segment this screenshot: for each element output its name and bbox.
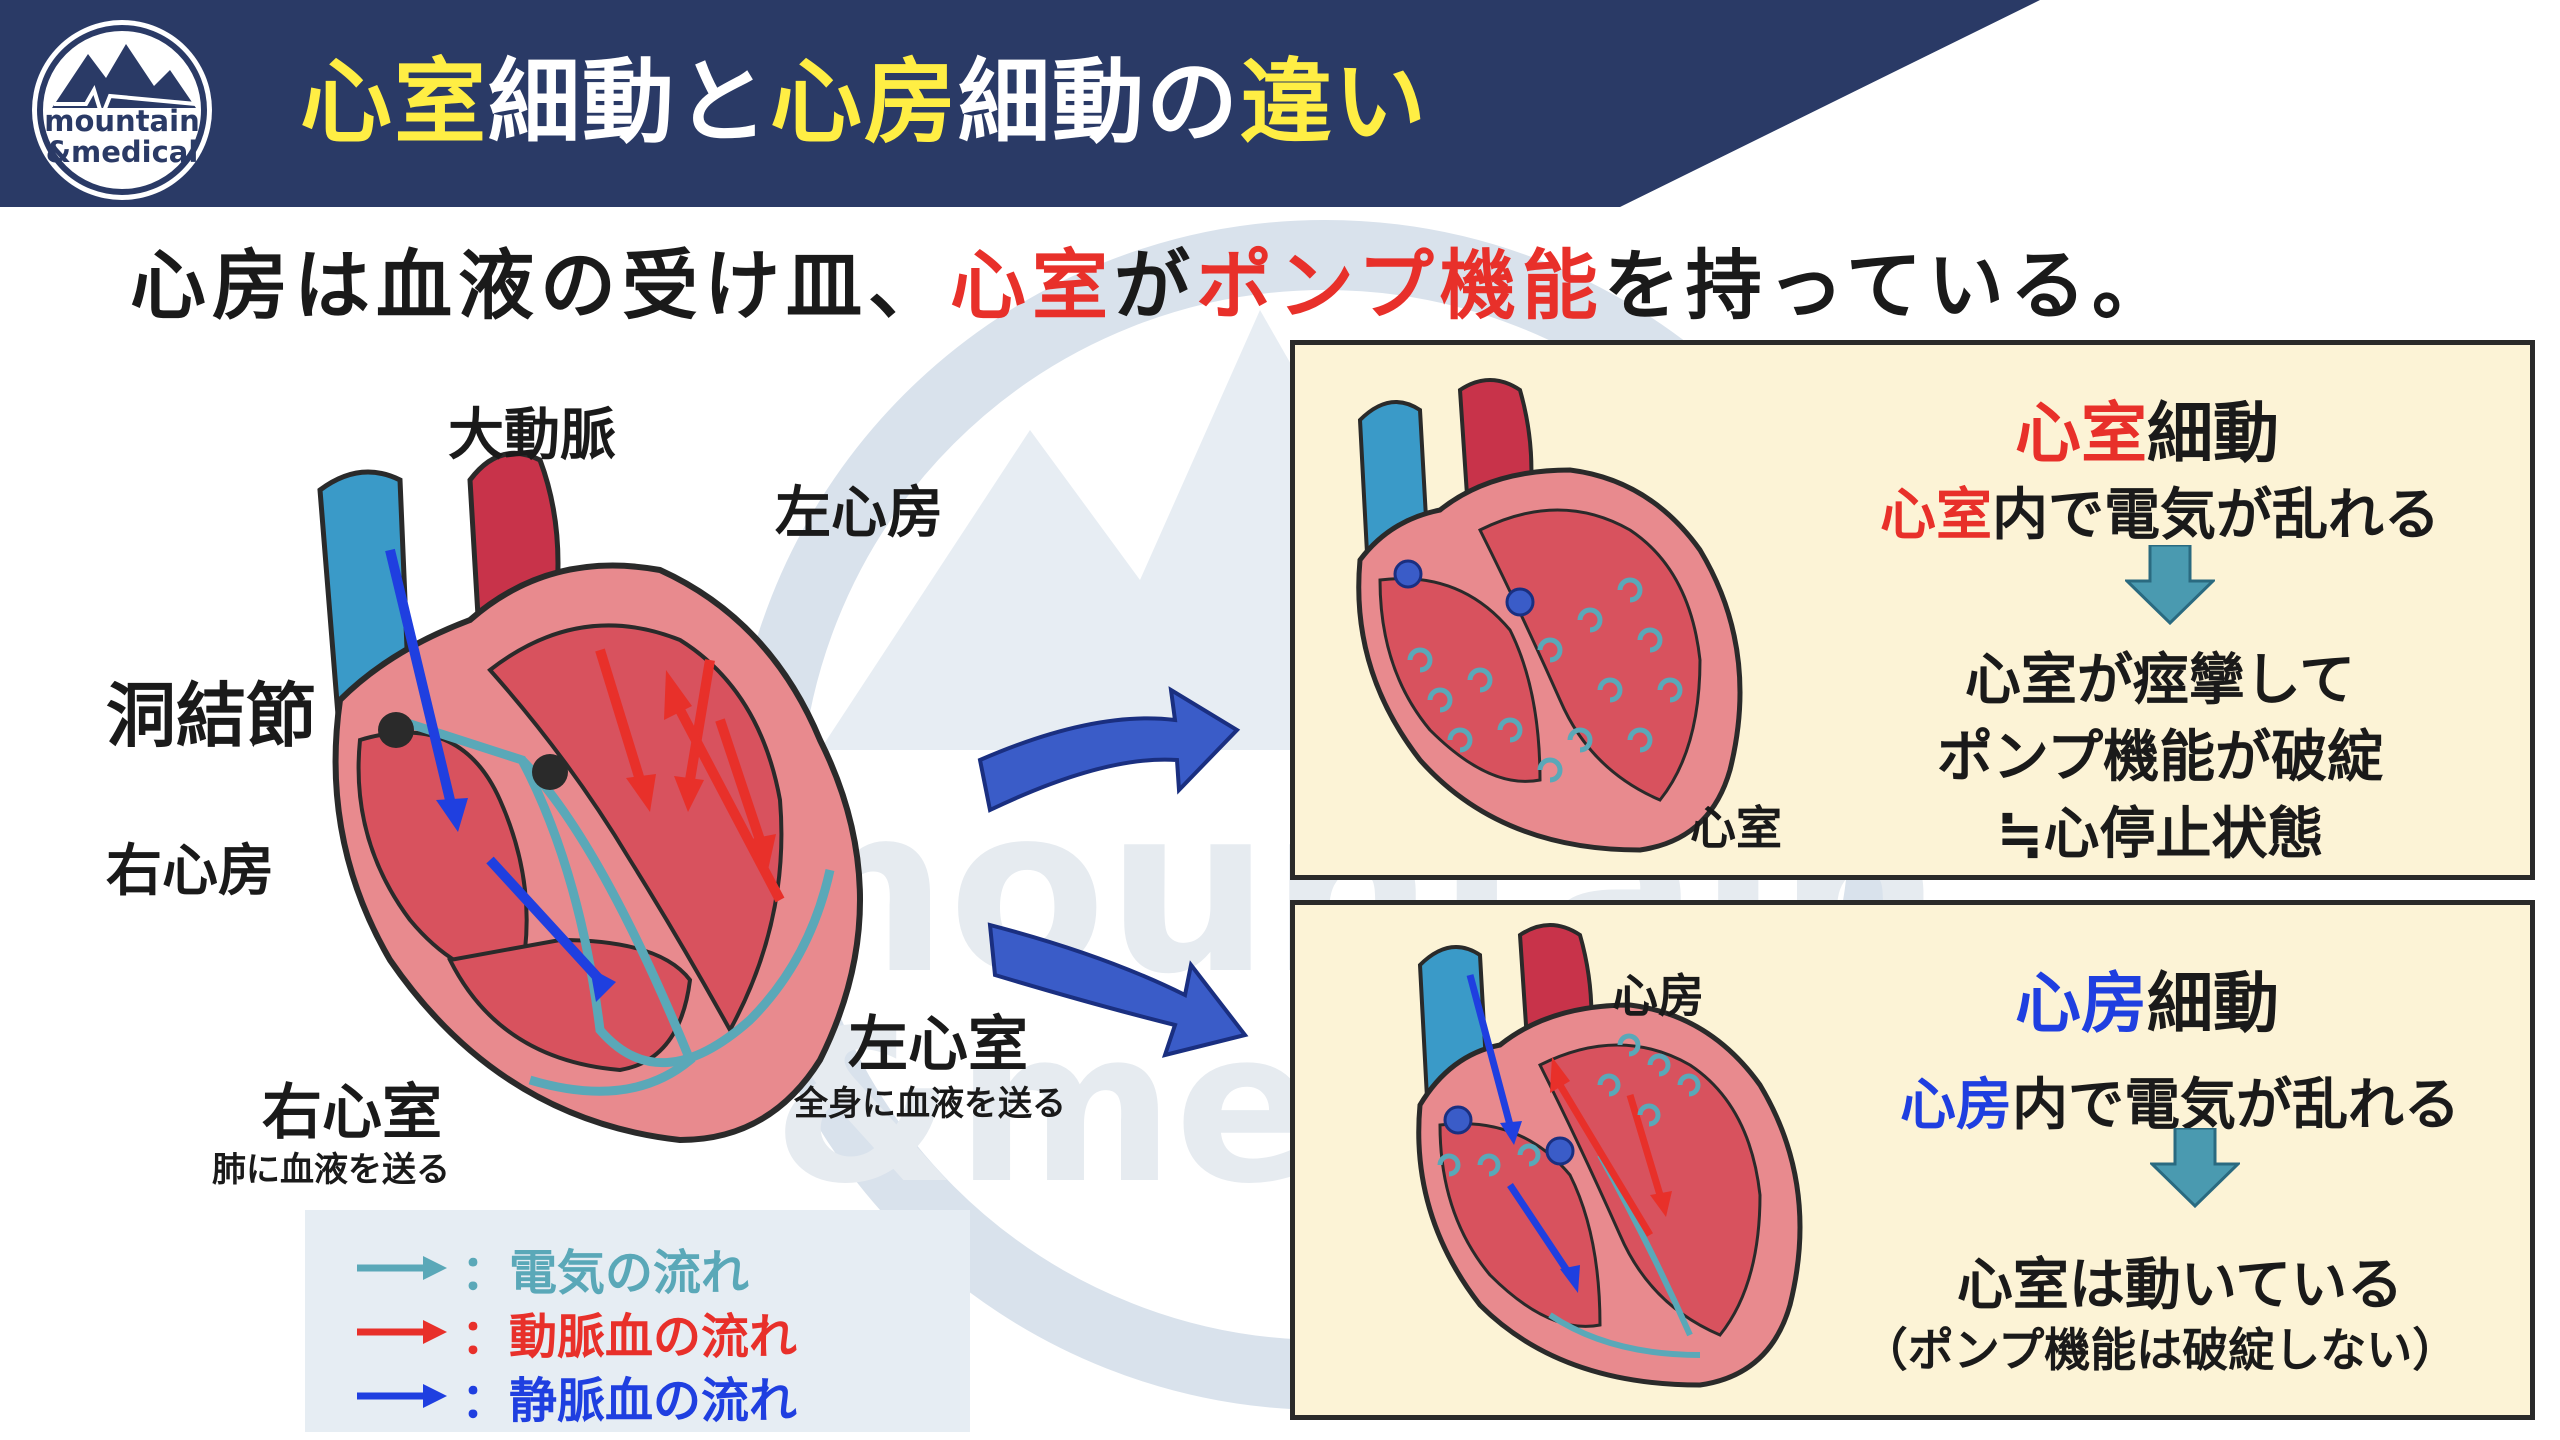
af-line1-rest: 内で電気が乱れる bbox=[2012, 1073, 2460, 1138]
af-line2: 心室は動いている bbox=[1956, 1253, 2404, 1318]
legend-electric: ：電気の流れ bbox=[355, 1238, 749, 1301]
af-heart-diagram bbox=[1416, 923, 1803, 1388]
vf-line1-rest: 内で電気が乱れる bbox=[1992, 483, 2440, 548]
subtitle-pump-function: ポンプ機能 bbox=[1196, 241, 1604, 330]
vf-line1-ventricle: 心室 bbox=[1880, 483, 1992, 548]
header-band bbox=[0, 0, 2040, 207]
af-title-atrium: 心房 bbox=[2015, 965, 2147, 1042]
label-left-ventricle: 左心室 bbox=[848, 1010, 1028, 1080]
label-right-ventricle: 右心室 bbox=[262, 1078, 442, 1148]
title-difference: 違い bbox=[1240, 49, 1429, 156]
vf-line1: 心室内で電気が乱れる bbox=[1810, 470, 2510, 551]
legend-venous-label: ：静脈血の流れ bbox=[461, 1373, 798, 1429]
vf-title-fibrillation: 細動 bbox=[2147, 395, 2279, 472]
label-sinus-node: 洞結節 bbox=[106, 675, 316, 757]
main-heart-diagram bbox=[317, 450, 863, 1144]
vf-title: 心室細動 bbox=[2015, 380, 2279, 476]
label-right-ventricle-sub: 肺に血液を送る bbox=[212, 1150, 450, 1190]
vf-down-arrow-icon bbox=[2125, 545, 2215, 625]
arrow-to-af-icon bbox=[987, 922, 1249, 1058]
subtitle-part3: が bbox=[1114, 241, 1196, 330]
brand-logo bbox=[32, 20, 212, 200]
label-right-atrium: 右心房 bbox=[106, 839, 274, 904]
subtitle-part1: 心房は血液の受け皿、 bbox=[130, 241, 950, 330]
page-title: 心室細動と心房細動の違い bbox=[300, 38, 1428, 168]
subtitle-part5: を持っている。 bbox=[1603, 241, 2174, 330]
title-fibrillation-and: 細動と bbox=[488, 49, 771, 156]
subtitle: 心房は血液の受け皿、心室がポンプ機能を持っている。 bbox=[130, 236, 2174, 336]
af-down-arrow-icon bbox=[2150, 1128, 2240, 1208]
vf-line4: ≒心停止状態 bbox=[1996, 802, 2324, 867]
vf-line2: 心室が痙攣して bbox=[1964, 648, 2356, 713]
legend-venous: ：静脈血の流れ bbox=[355, 1366, 797, 1429]
vf-title-ventricle: 心室 bbox=[2015, 395, 2147, 472]
label-left-atrium: 左心房 bbox=[775, 481, 943, 546]
legend-electric-label: ：電気の流れ bbox=[461, 1245, 750, 1301]
brand-logo-line1: mountain bbox=[44, 104, 200, 138]
title-fibrillation-of: 細動の bbox=[958, 49, 1241, 156]
title-atrium: 心房 bbox=[770, 49, 959, 156]
label-left-ventricle-sub: 全身に血液を送る bbox=[794, 1084, 1066, 1124]
af-line3: （ポンプ機能は破綻しない） bbox=[1861, 1323, 2459, 1377]
arrow-to-vf-icon bbox=[977, 686, 1241, 813]
legend: ：電気の流れ ：動脈血の流れ ：静脈血の流れ bbox=[305, 1210, 970, 1432]
vf-heart-label: 心室 bbox=[1690, 801, 1782, 855]
vf-line3: ポンプ機能が破綻 bbox=[1936, 725, 2384, 790]
red-arrow-icon bbox=[357, 1320, 447, 1344]
legend-arterial-label: ：動脈血の流れ bbox=[461, 1309, 798, 1365]
title-ventricle: 心室 bbox=[300, 49, 489, 156]
af-line1: 心房内で電気が乱れる bbox=[1810, 1060, 2550, 1141]
legend-arterial: ：動脈血の流れ bbox=[355, 1302, 797, 1365]
vf-heart-diagram bbox=[1356, 378, 1743, 853]
blue-arrow-icon bbox=[357, 1384, 447, 1408]
subtitle-ventricle: 心室 bbox=[950, 241, 1114, 330]
af-heart-label: 心房 bbox=[1612, 969, 1704, 1023]
af-title-fibrillation: 細動 bbox=[2147, 965, 2279, 1042]
af-line1-atrium: 心房 bbox=[1900, 1073, 2012, 1138]
af-title: 心房細動 bbox=[2015, 950, 2279, 1046]
brand-logo-line2: &medical bbox=[45, 135, 199, 169]
teal-arrow-icon bbox=[357, 1256, 447, 1280]
label-aorta: 大動脈 bbox=[448, 403, 616, 468]
